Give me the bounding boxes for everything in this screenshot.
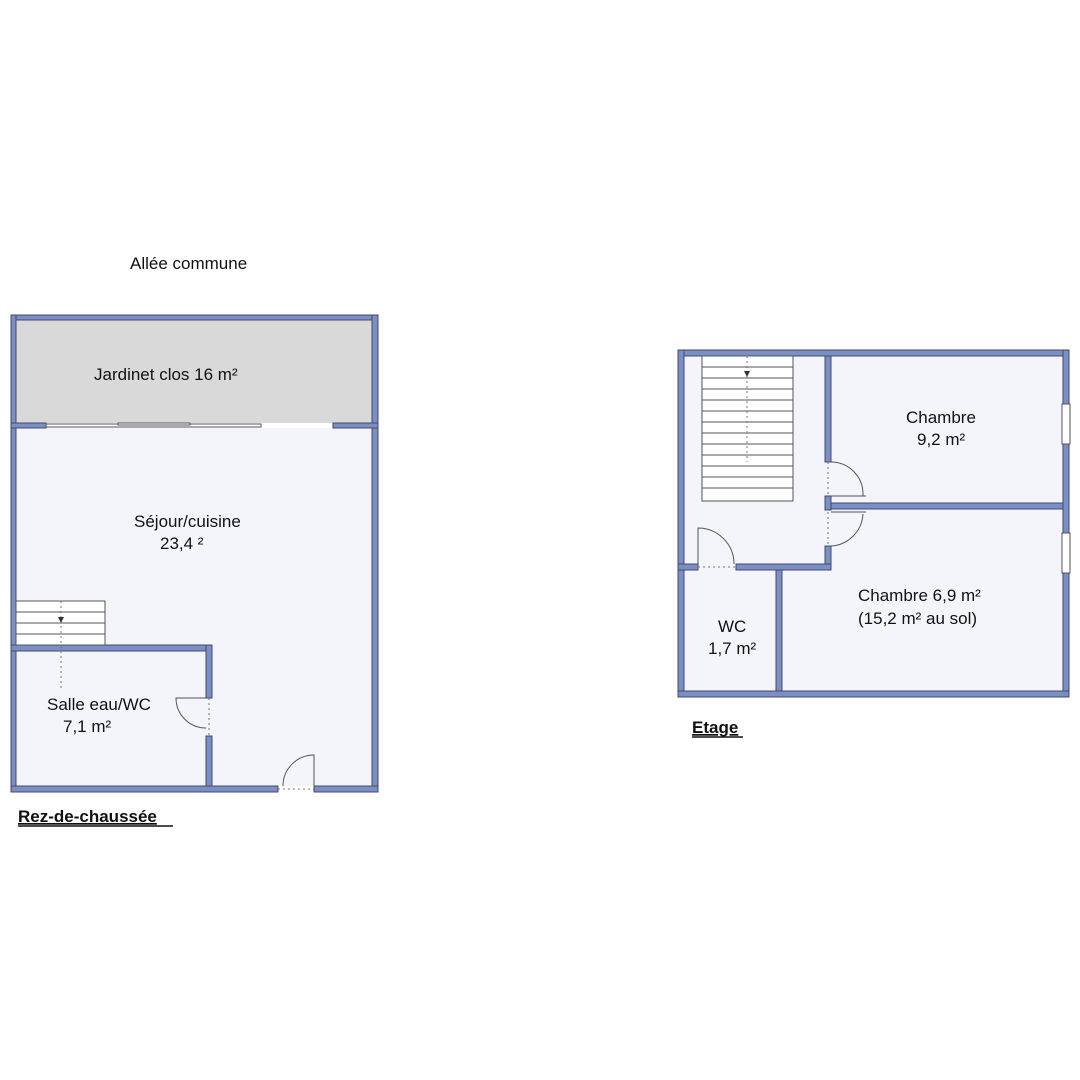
staircase xyxy=(15,600,106,690)
bedroom-1-area-label: 9,2 m² xyxy=(917,430,966,449)
upper-wall-right-mid xyxy=(1062,443,1070,534)
bedroom-1-label: Chambre xyxy=(906,408,976,427)
ground-floor-title: Rez-de-chaussée xyxy=(18,807,157,826)
upper-staircase xyxy=(701,355,794,502)
wc-door[interactable] xyxy=(697,527,736,568)
bay-window-frame xyxy=(117,422,191,426)
landing-wall-bottom-left xyxy=(677,563,699,571)
bedroom-2-door[interactable] xyxy=(827,511,866,547)
facade-wall-right xyxy=(332,422,379,429)
bathroom-wall-right-lower xyxy=(205,735,213,787)
outer-wall-bottom-right xyxy=(313,785,379,793)
bathroom-wall-right-upper xyxy=(205,644,213,699)
upper-wall-right-bottom xyxy=(1062,572,1070,698)
outside-label: Allée commune xyxy=(130,254,247,273)
outer-wall-right xyxy=(371,314,379,793)
bathroom-label: Salle eau/WC xyxy=(47,695,151,714)
bathroom-door[interactable] xyxy=(175,697,210,736)
landing-wall-bottom-right xyxy=(735,563,832,571)
ground-floor-plan: Allée commune Jardinet clos 16 m² Séjour… xyxy=(10,254,379,827)
upper-floor-plan: Chambre 9,2 m² Chambre 6,9 m² (15,2 m² a… xyxy=(677,349,1071,738)
bedroom-window-1 xyxy=(1061,403,1071,445)
bedroom-1-door[interactable] xyxy=(827,461,866,497)
wc-label: WC xyxy=(718,617,746,636)
outer-wall-top xyxy=(10,314,379,321)
entrance-door[interactable] xyxy=(278,754,315,790)
upper-wall-right-top xyxy=(1062,349,1070,405)
bathroom-area-label: 7,1 m² xyxy=(63,717,112,736)
outer-wall-left xyxy=(10,314,17,793)
bathroom-wall-top xyxy=(10,644,213,652)
bedroom-2-label: Chambre 6,9 m² xyxy=(858,586,981,605)
upper-floor-title: Etage xyxy=(692,718,738,737)
bedroom-divider-wall xyxy=(830,502,1064,510)
garden-label: Jardinet clos 16 m² xyxy=(94,365,238,384)
upper-wall-bottom xyxy=(677,690,1070,698)
wc-wall-right xyxy=(775,569,783,692)
bedroom-window-2 xyxy=(1061,532,1071,574)
outer-wall-bottom-left xyxy=(10,785,279,793)
bedroom-2-area-label: (15,2 m² au sol) xyxy=(858,609,977,628)
living-kitchen-area-label: 23,4 ² xyxy=(160,534,204,553)
wc-area-label: 1,7 m² xyxy=(708,639,757,658)
upper-wall-top xyxy=(677,349,1070,357)
living-kitchen-label: Séjour/cuisine xyxy=(134,512,241,531)
landing-wall-stub xyxy=(824,495,832,511)
landing-wall-upper xyxy=(824,355,832,463)
upper-wall-left xyxy=(677,349,685,698)
facade-wall-left xyxy=(10,422,47,429)
garden-area xyxy=(16,320,372,423)
